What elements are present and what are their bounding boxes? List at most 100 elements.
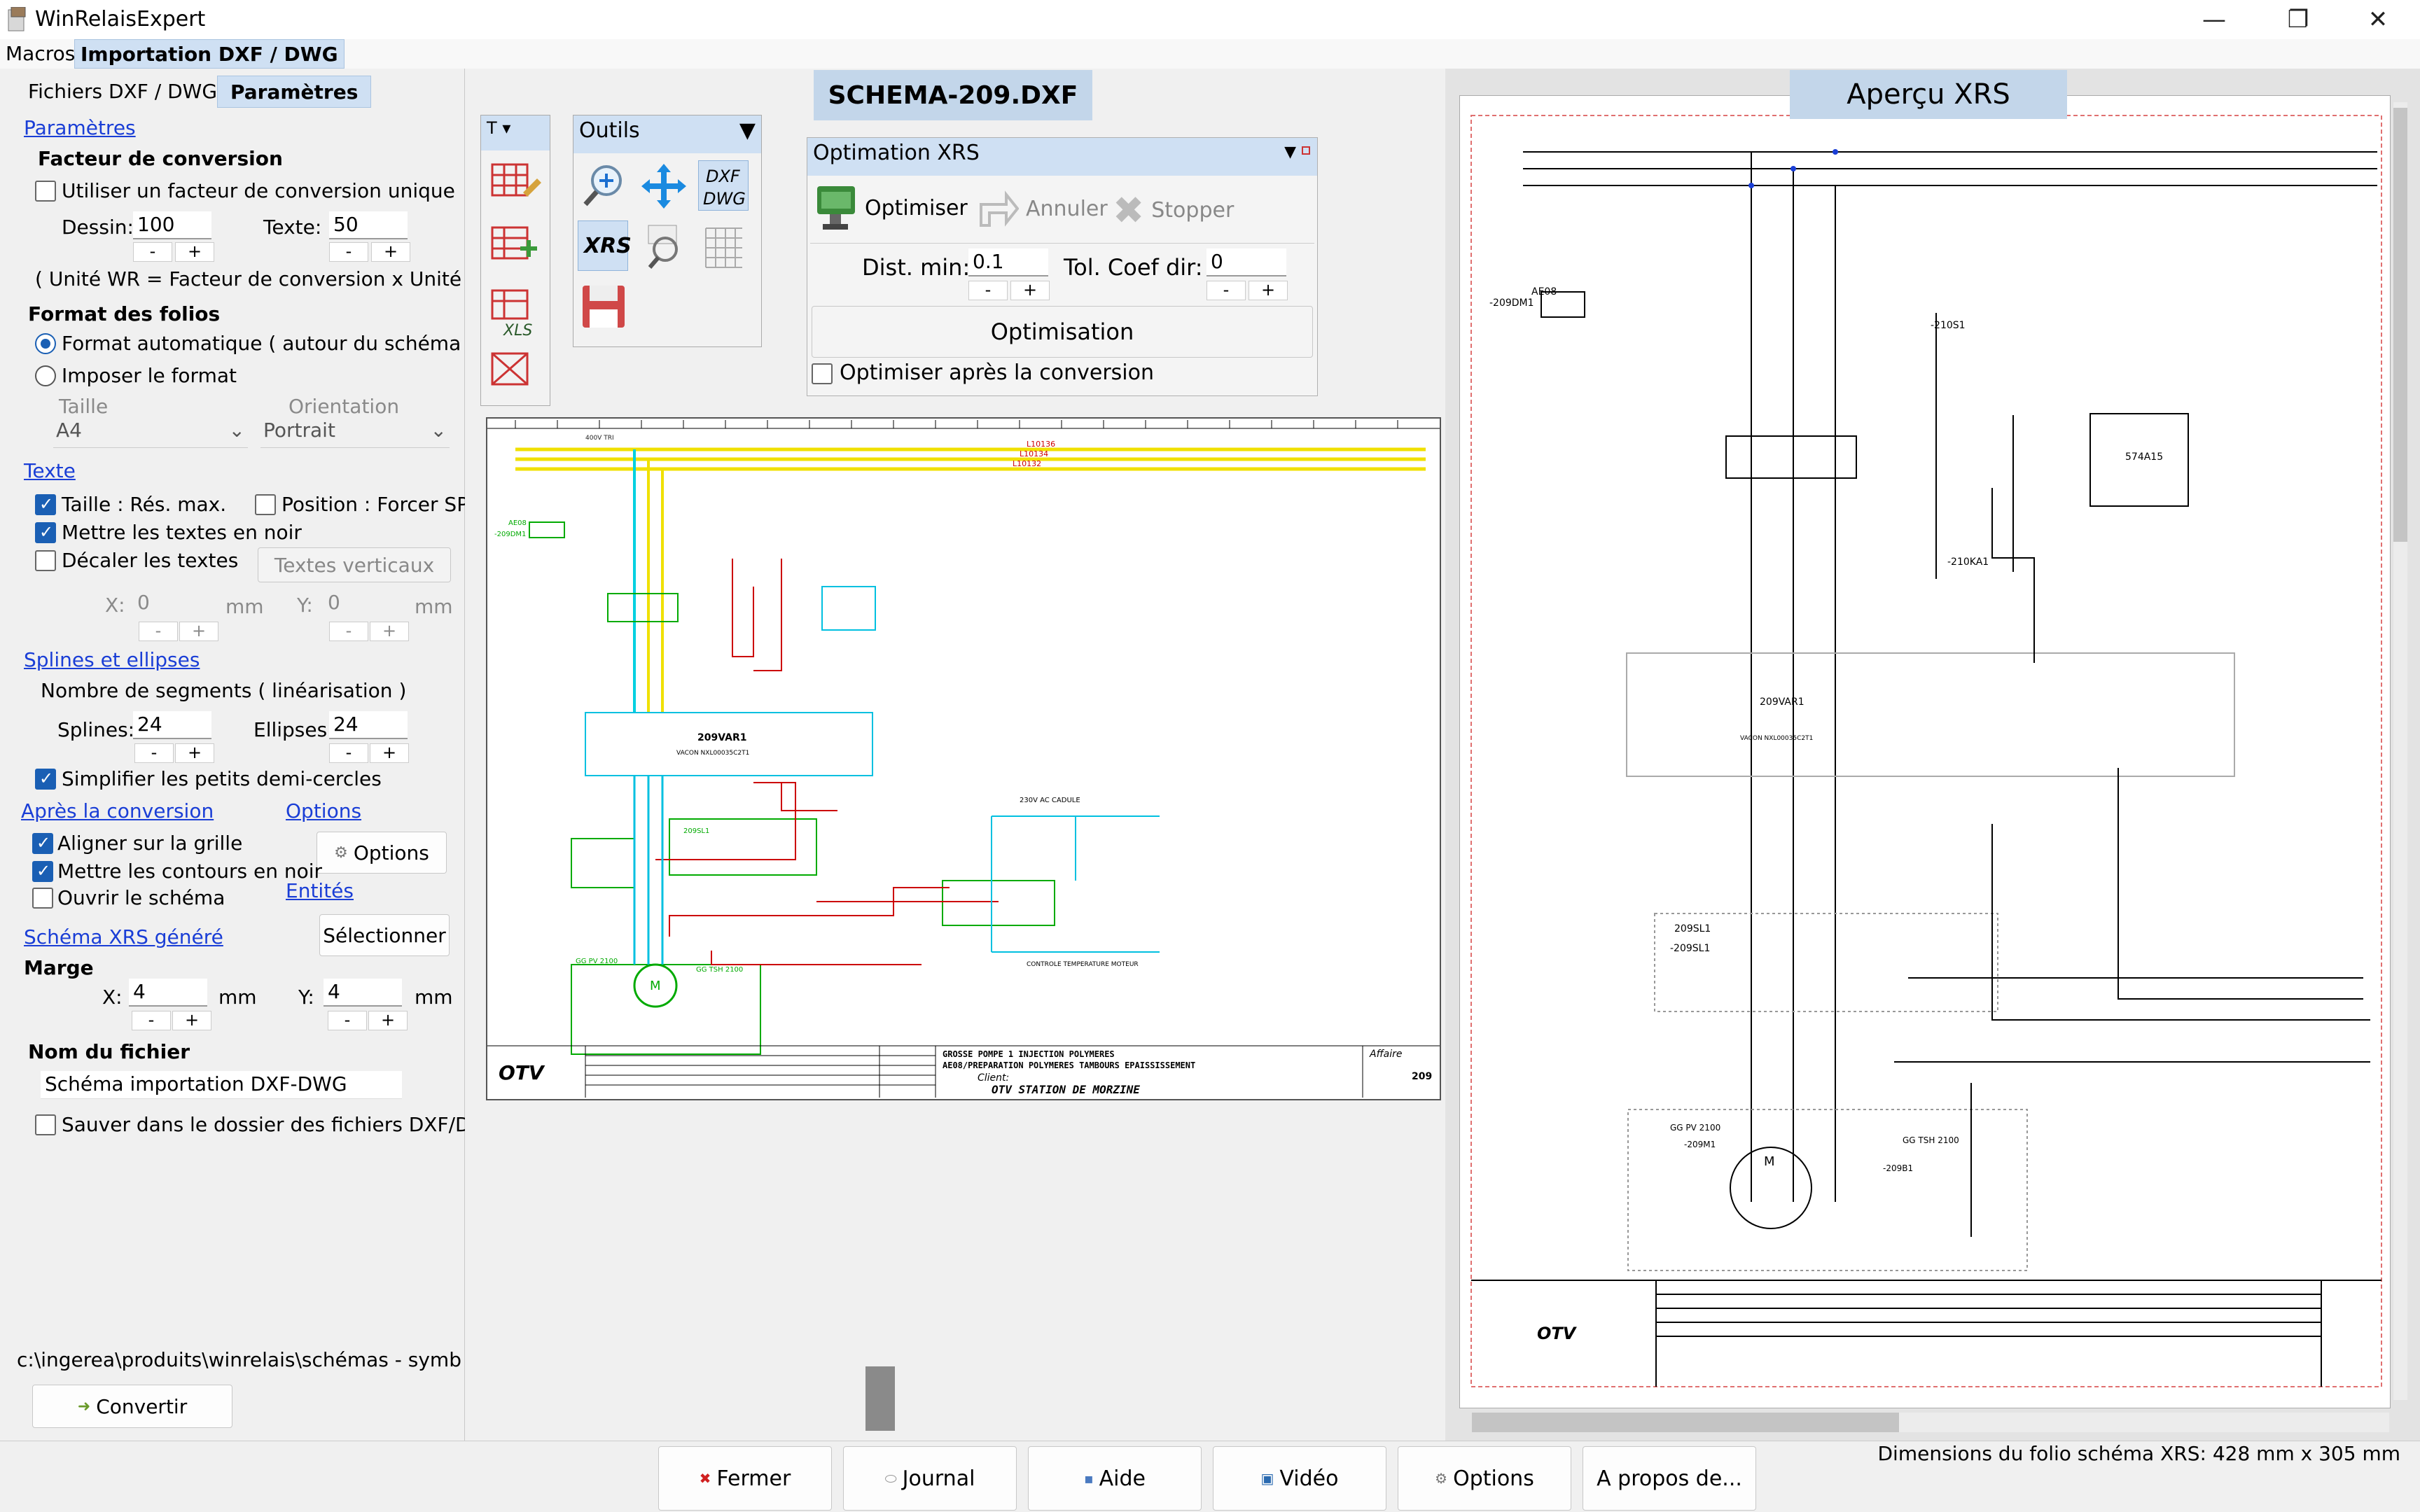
splines-link[interactable]: Splines et ellipses <box>24 648 200 671</box>
dist-input[interactable]: 0.1 <box>968 248 1048 276</box>
simplify-checkbox[interactable] <box>35 769 56 790</box>
save-dxf-folder-checkbox[interactable] <box>35 1114 56 1135</box>
marge-y-plus[interactable]: + <box>368 1011 408 1030</box>
maximize-button[interactable]: ❐ <box>2287 6 2309 34</box>
align-grid-checkbox[interactable] <box>32 833 53 854</box>
xrs-schema-link[interactable]: Schéma XRS généré <box>24 925 223 948</box>
aide-button[interactable]: ▪Aide <box>1028 1446 1202 1511</box>
outils-header[interactable]: Outils▼ <box>573 115 761 153</box>
format-impose-radio[interactable] <box>35 365 56 386</box>
preview-horizontal-scrollbar[interactable] <box>1472 1413 2389 1432</box>
tab-fichiers[interactable]: Fichiers DXF / DWG <box>28 80 218 103</box>
stopper-button[interactable]: ✖ Stopper <box>1113 187 1234 233</box>
taille-select[interactable]: A4⌄ <box>53 417 248 448</box>
x-plus[interactable]: + <box>179 622 218 641</box>
x-input[interactable]: 0 <box>137 591 150 614</box>
tol-minus[interactable]: - <box>1206 281 1246 300</box>
grid-tool[interactable] <box>698 220 749 271</box>
tab-parametres[interactable]: Paramètres <box>217 76 372 108</box>
ellipses-plus[interactable]: + <box>370 743 409 763</box>
marge-x-plus[interactable]: + <box>172 1011 211 1030</box>
texte-input[interactable]: 50 <box>329 211 408 239</box>
marge-y-input[interactable]: 4 <box>324 979 402 1007</box>
ellipses-input[interactable]: 24 <box>329 711 408 739</box>
close-button[interactable]: ✕ <box>2367 6 2388 34</box>
annuler-button[interactable]: Annuler <box>974 184 1108 233</box>
options-button[interactable]: ⚙Options <box>317 832 447 874</box>
dxf-schematic: 400V TRI L10136 L10134 L10132 AE08 -209D… <box>487 420 1440 1098</box>
parametres-link[interactable]: Paramètres <box>24 116 136 139</box>
preview-horizontal-scroll-thumb[interactable] <box>1472 1413 1899 1432</box>
open-schema-checkbox[interactable] <box>32 888 53 909</box>
entities-link[interactable]: Entités <box>286 879 354 902</box>
optimise-after-checkbox[interactable] <box>812 363 833 384</box>
zoom-in-tool[interactable] <box>578 160 628 211</box>
y-minus[interactable]: - <box>329 622 368 641</box>
after-conversion-link[interactable]: Après la conversion <box>21 799 214 822</box>
fermer-button[interactable]: ✖Fermer <box>658 1446 832 1511</box>
filename-heading: Nom du fichier <box>28 1040 190 1063</box>
taille-res-checkbox[interactable] <box>35 494 56 515</box>
preview-vertical-scroll-thumb[interactable] <box>2393 108 2407 542</box>
journal-button[interactable]: ⬭Journal <box>843 1446 1017 1511</box>
single-factor-checkbox[interactable] <box>35 181 56 202</box>
convert-button[interactable]: ➜Convertir <box>32 1385 232 1428</box>
splines-minus[interactable]: - <box>134 743 174 763</box>
pan-tool[interactable] <box>638 160 688 211</box>
position-sp-checkbox[interactable] <box>255 494 276 515</box>
xrs-preview-canvas[interactable]: AE08 -209DM1 -210S1 -210KA1 574A15 209VA… <box>1459 95 2391 1408</box>
marge-x-minus[interactable]: - <box>132 1011 171 1030</box>
contours-black-checkbox[interactable] <box>32 861 53 882</box>
tol-input[interactable]: 0 <box>1206 248 1286 276</box>
optimisation-button[interactable]: Optimisation <box>812 306 1313 358</box>
close-x-icon: ✖ <box>699 1470 711 1487</box>
dxf-drawing-canvas[interactable]: 400V TRI L10136 L10134 L10132 AE08 -209D… <box>486 417 1441 1100</box>
marge-y-minus[interactable]: - <box>328 1011 367 1030</box>
caret-down-icon[interactable]: ▼ <box>1284 144 1296 161</box>
xrs-tool[interactable]: XRS <box>578 220 632 271</box>
splitter-handle[interactable] <box>865 1366 895 1431</box>
y-input[interactable]: 0 <box>328 591 340 614</box>
close-panel-icon[interactable] <box>1302 146 1310 155</box>
stop-x-icon: ✖ <box>1113 188 1145 232</box>
y-plus[interactable]: + <box>370 622 409 641</box>
ellipses-minus[interactable]: - <box>329 743 368 763</box>
video-button[interactable]: ▣Vidéo <box>1213 1446 1386 1511</box>
minimize-button[interactable]: — <box>2202 6 2226 34</box>
filename-input[interactable]: Schéma importation DXF-DWG <box>41 1071 402 1099</box>
position-sp-label: Position : Forcer SP <box>281 493 469 516</box>
texte-plus[interactable]: + <box>371 242 410 262</box>
preview-title: Aperçu XRS <box>1790 70 2067 119</box>
menu-importation[interactable]: Importation DXF / DWG <box>74 39 345 69</box>
options-bottom-button[interactable]: ⚙Options <box>1398 1446 1571 1511</box>
tol-plus[interactable]: + <box>1249 281 1288 300</box>
dessin-input[interactable]: 100 <box>133 211 211 239</box>
dessin-minus[interactable]: - <box>133 242 172 262</box>
format-auto-radio[interactable] <box>35 333 56 354</box>
x-minus[interactable]: - <box>139 622 178 641</box>
dist-minus[interactable]: - <box>968 281 1008 300</box>
inspect-tool[interactable] <box>638 220 688 271</box>
shift-texts-checkbox[interactable] <box>35 550 56 571</box>
side-toolbar-menu[interactable]: T ▾ <box>481 115 550 150</box>
dist-plus[interactable]: + <box>1010 281 1050 300</box>
optimiser-button[interactable]: Optimiser <box>813 181 968 234</box>
chevron-down-icon: ⌄ <box>430 419 447 442</box>
apropos-button[interactable]: A propos de... <box>1583 1446 1756 1511</box>
texte-link[interactable]: Texte <box>24 459 76 482</box>
splines-input[interactable]: 24 <box>133 711 211 739</box>
splines-plus[interactable]: + <box>175 743 214 763</box>
vertical-texts-button[interactable]: Textes verticaux <box>258 547 451 582</box>
select-button[interactable]: Sélectionner <box>319 914 450 956</box>
options-link[interactable]: Options <box>286 799 362 822</box>
preview-vertical-scrollbar[interactable] <box>2393 102 2407 1400</box>
menu-macros[interactable]: Macros <box>6 42 76 65</box>
save-tool[interactable] <box>578 281 628 331</box>
texte-minus[interactable]: - <box>329 242 368 262</box>
dessin-plus[interactable]: + <box>175 242 214 262</box>
orientation-select[interactable]: Portrait⌄ <box>260 417 450 448</box>
tsh-label: GG TSH 2100 <box>696 966 743 974</box>
texts-black-checkbox[interactable] <box>35 522 56 543</box>
marge-x-input[interactable]: 4 <box>129 979 207 1007</box>
